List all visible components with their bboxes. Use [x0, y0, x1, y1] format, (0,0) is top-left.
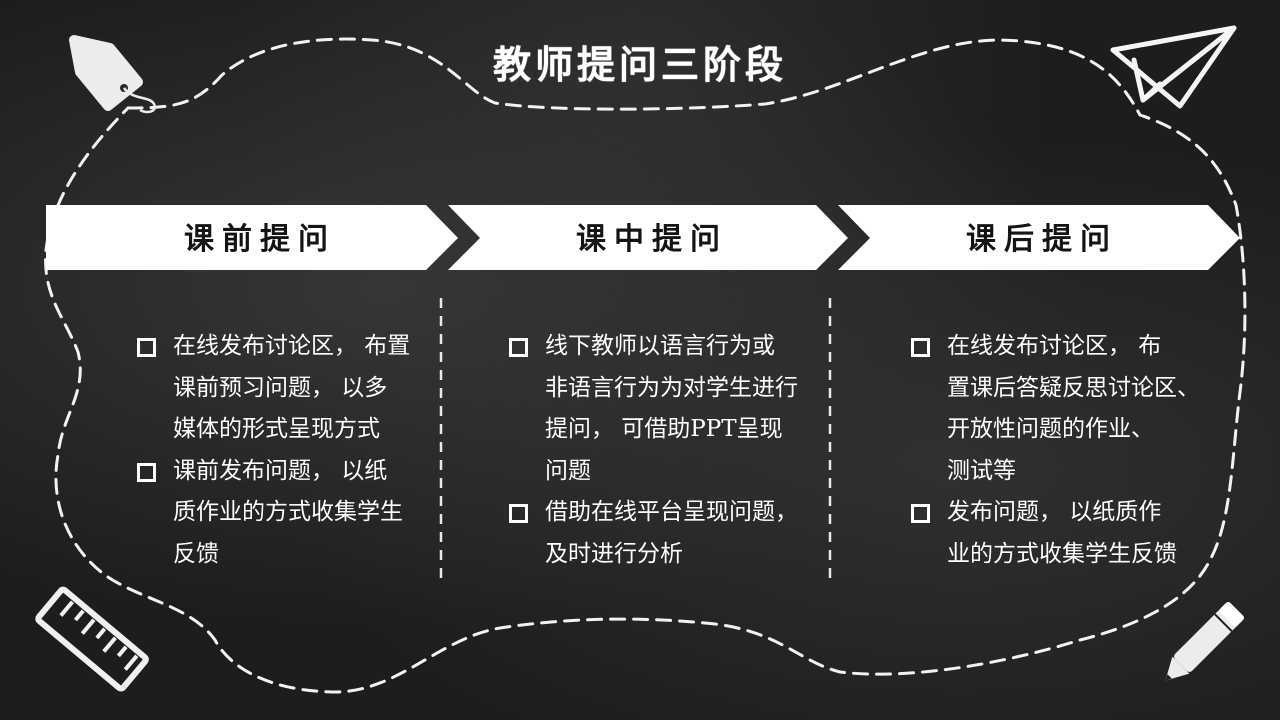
- checkbox-square-icon: [509, 338, 528, 357]
- tag-icon: [69, 35, 157, 114]
- dashed-cloud-border: [44, 37, 1247, 694]
- bullet-item: 课前发布问题， 以纸 质作业的方式收集学生 反馈: [137, 451, 410, 576]
- bullet-column-after-class: 在线发布讨论区， 布 置课后答疑反思讨论区、 开放性问题的作业、 测试等 发布问…: [911, 326, 1200, 575]
- checkbox-square-icon: [911, 338, 930, 357]
- slide-title: 教师提问三阶段: [492, 42, 787, 87]
- pencil-icon: [1165, 602, 1244, 681]
- stage-banner-2: [448, 205, 848, 270]
- stage-banner-3: [838, 205, 1240, 270]
- checkbox-square-icon: [509, 504, 528, 523]
- bullet-item: 在线发布讨论区， 布置 课前预习问题， 以多 媒体的形式呈现方式: [137, 326, 410, 451]
- stage-label-after-class: 课后提问: [966, 222, 1118, 257]
- stage-label-before-class: 课前提问: [184, 222, 336, 257]
- bullet-item: 借助在线平台呈现问题， 及时进行分析: [509, 492, 798, 575]
- bullet-column-in-class: 线下教师以语言行为或 非语言行为为对学生进行 提问， 可借助PPT呈现 问题 借…: [509, 326, 798, 575]
- bullet-column-before-class: 在线发布讨论区， 布置 课前预习问题， 以多 媒体的形式呈现方式 课前发布问题，…: [137, 326, 410, 575]
- checkbox-square-icon: [137, 462, 156, 482]
- stage-label-in-class: 课中提问: [576, 222, 728, 257]
- checkbox-square-icon: [137, 338, 156, 357]
- bullet-item: 发布问题， 以纸质作 业的方式收集学生反馈: [911, 492, 1200, 575]
- bullet-item: 线下教师以语言行为或 非语言行为为对学生进行 提问， 可借助PPT呈现 问题: [509, 326, 798, 492]
- ruler-icon: [35, 586, 149, 692]
- bullet-item: 在线发布讨论区， 布 置课后答疑反思讨论区、 开放性问题的作业、 测试等: [911, 326, 1200, 492]
- stage-banner-1: [46, 205, 458, 270]
- checkbox-square-icon: [911, 504, 930, 523]
- paper-plane-icon: [1110, 25, 1237, 109]
